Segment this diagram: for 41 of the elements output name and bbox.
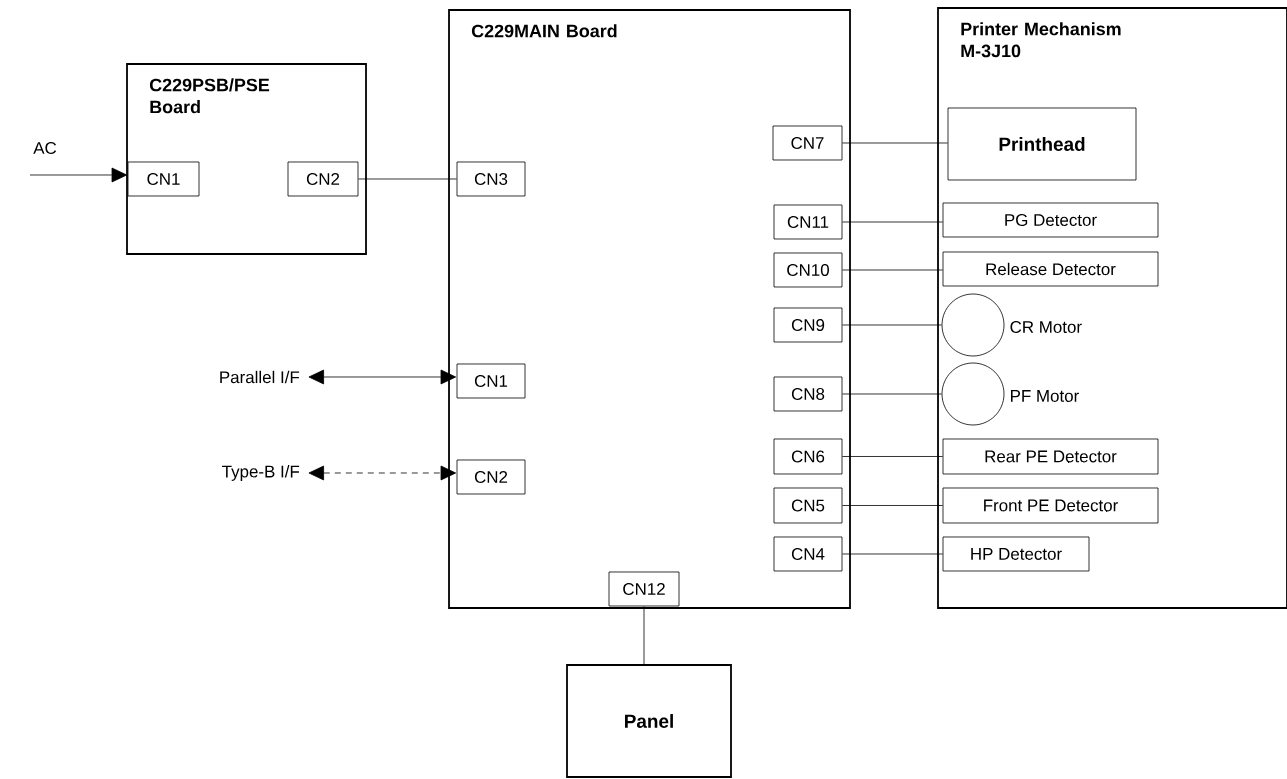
connector-line: [842, 142, 948, 144]
connector-box: Release Detector: [942, 251, 1159, 287]
motor-circle: [941, 362, 1005, 426]
interface-label: Type-B I/F: [222, 465, 300, 481]
connector-box: CN11: [773, 204, 843, 240]
connector-box: HP Detector: [942, 536, 1090, 572]
connector-box: CN8: [773, 376, 843, 412]
connector-box: Front PE Detector: [942, 487, 1159, 524]
motor-circle: [941, 293, 1005, 357]
interface-label: Parallel I/F: [220, 370, 300, 384]
connector-box: CN1: [127, 161, 200, 197]
connector-box: CN9: [773, 307, 843, 343]
connector-line: [842, 456, 943, 457]
connector-box: CN5: [773, 487, 843, 524]
arrow: [29, 167, 128, 183]
connector-box: CN1: [456, 363, 526, 399]
connector-line: [842, 553, 943, 555]
connector-line: [842, 269, 943, 271]
connector-line: [842, 393, 942, 395]
connector-line: [358, 178, 457, 180]
connector-line: [842, 324, 942, 326]
connector-box: CN6: [773, 438, 843, 475]
connector-box: CN10: [773, 252, 843, 288]
motor-label: CR Motor: [1010, 321, 1082, 333]
connector-box: CN2: [287, 161, 359, 197]
connector-box: Rear PE Detector: [942, 438, 1159, 475]
connector-box: CN3: [456, 161, 526, 197]
motor-label: PF Motor: [1011, 390, 1079, 402]
component-box: Panel: [566, 664, 732, 778]
connector-box: CN4: [773, 536, 843, 572]
arrow: [308, 465, 457, 481]
connector-box: CN2: [456, 459, 526, 495]
edge-label: AC: [32, 141, 58, 155]
arrow: [308, 369, 457, 385]
connector-line: [842, 505, 943, 506]
component-box: Printhead: [947, 107, 1137, 181]
connector-box: CN7: [772, 125, 843, 161]
connector-box: PG Detector: [942, 202, 1159, 238]
connector-line: [842, 221, 943, 223]
connector-line: [643, 606, 645, 665]
connector-box: CN12: [608, 571, 680, 607]
